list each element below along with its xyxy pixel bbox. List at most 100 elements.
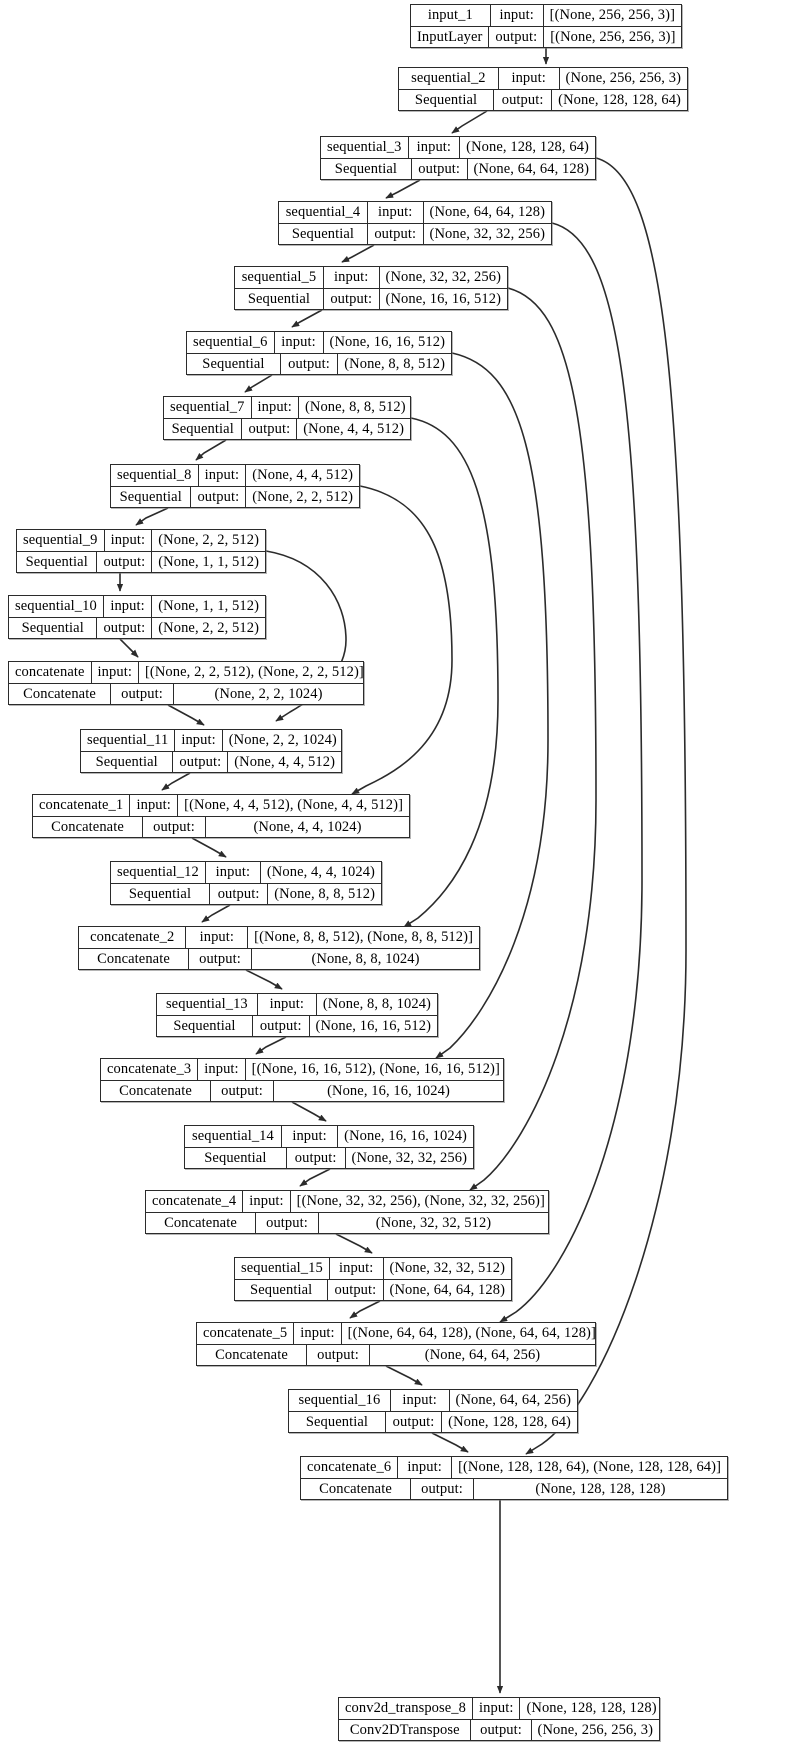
node-name: concatenate_5 xyxy=(197,1323,295,1344)
node-name: sequential_4 xyxy=(279,202,368,223)
node-output-shape: (None, 4, 4, 1024) xyxy=(253,818,362,835)
node-name: concatenate_3 xyxy=(101,1059,199,1080)
node-output-shape: (None, 8, 8, 1024) xyxy=(311,950,420,967)
node-output-shape: (None, 128, 128, 64) xyxy=(558,91,681,108)
node-input-label: input: xyxy=(199,465,247,486)
node-output-shape: (None, 2, 2, 512) xyxy=(158,619,259,636)
node-type: Concatenate xyxy=(79,948,189,969)
node-type: Sequential xyxy=(279,223,368,244)
node-name: sequential_5 xyxy=(235,267,324,288)
node-input-label: input: xyxy=(186,927,249,948)
node-output-shape: (None, 8, 8, 512) xyxy=(274,885,375,902)
node-output-label: output: xyxy=(97,551,153,572)
node-output-shape: (None, 128, 128, 128) xyxy=(535,1480,666,1497)
node-output-label: output: xyxy=(189,948,252,969)
node-input-label: input: xyxy=(282,1126,339,1147)
node-output-shape: (None, 4, 4, 512) xyxy=(234,753,335,770)
node-type: Sequential xyxy=(111,486,192,507)
node-name: concatenate_2 xyxy=(79,927,187,948)
node-input-shape: (None, 128, 128, 128) xyxy=(526,1700,657,1716)
node-name: sequential_12 xyxy=(111,862,206,883)
node-name: sequential_14 xyxy=(185,1126,282,1147)
node-name: concatenate_4 xyxy=(146,1191,244,1212)
node-input-shape: (None, 1, 1, 512) xyxy=(158,598,259,614)
node-input-label: input: xyxy=(275,332,324,353)
node-type: Sequential xyxy=(185,1147,287,1168)
node-output-shape: (None, 2, 2, 512) xyxy=(252,488,353,505)
node-input-label: input: xyxy=(105,530,153,551)
node-input-label: input: xyxy=(92,662,139,683)
node-output-label: output: xyxy=(256,1212,319,1233)
node-input-label: input: xyxy=(175,730,223,751)
node-type: Sequential xyxy=(321,158,412,179)
node-output-shape: (None, 1, 1, 512) xyxy=(158,553,259,570)
node-input-label: input: xyxy=(391,1390,450,1411)
node-name: sequential_6 xyxy=(187,332,275,353)
node-input-shape: [(None, 4, 4, 512), (None, 4, 4, 512)] xyxy=(184,797,403,813)
node-type: Sequential xyxy=(289,1411,386,1432)
node-output-label: output: xyxy=(412,158,468,179)
node-input-label: input: xyxy=(258,994,317,1015)
node-input-shape: [(None, 8, 8, 512), (None, 8, 8, 512)] xyxy=(254,929,473,945)
node-input-label: input: xyxy=(206,862,261,883)
node-type: InputLayer xyxy=(411,26,490,47)
node-type: Concatenate xyxy=(101,1080,211,1101)
node-type: Sequential xyxy=(399,89,495,110)
node-name: sequential_2 xyxy=(399,68,499,89)
node-input-shape: [(None, 256, 256, 3)] xyxy=(549,7,675,23)
node-output-label: output: xyxy=(489,26,545,47)
node-input-label: input: xyxy=(130,795,179,816)
node-output-shape: (None, 16, 16, 512) xyxy=(315,1017,431,1034)
node-input-label: input: xyxy=(330,1258,384,1279)
node-input-label: input: xyxy=(243,1191,291,1212)
node-type: Concatenate xyxy=(197,1344,307,1365)
node-input-label: input: xyxy=(294,1323,342,1344)
node-name: sequential_3 xyxy=(321,137,409,158)
node-input-shape: (None, 2, 2, 1024) xyxy=(228,732,337,748)
node-input-label: input: xyxy=(398,1457,453,1478)
node-input-shape: (None, 64, 64, 128) xyxy=(429,204,545,220)
